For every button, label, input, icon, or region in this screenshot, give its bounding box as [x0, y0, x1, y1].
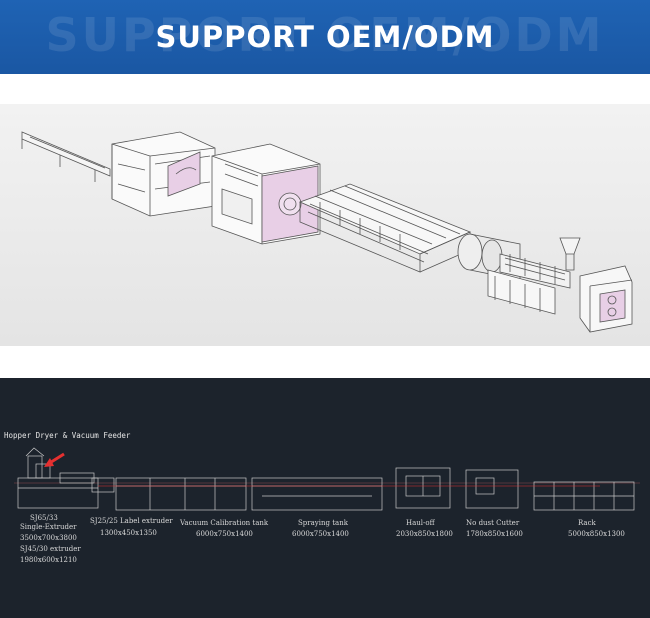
- machine-7-dims: 5000x850x1300: [568, 530, 625, 538]
- machine-2-dims: 1300x450x1350: [100, 529, 157, 537]
- production-line-3d-render: [0, 104, 650, 346]
- machine-1-dims: 1980x600x1210: [20, 556, 77, 564]
- machine-5-name: Haul-off: [406, 519, 435, 527]
- banner-title: SUPPORT OEM/ODM: [155, 20, 495, 54]
- banner-ghost-text: SUPPORT OEM/ODM: [45, 8, 605, 62]
- machine-0-dims: 3500x700x3800: [20, 534, 77, 542]
- machine-6-dims: 1780x850x1600: [466, 530, 523, 538]
- machine-6-name: No dust Cutter: [466, 519, 520, 527]
- machine-1-name: SJ45/30 extruder: [20, 545, 81, 553]
- machine-4-dims: 6000x750x1400: [292, 530, 349, 538]
- machine-7-name: Rack: [578, 519, 596, 527]
- cad-schematic: [14, 447, 640, 511]
- cad-layout-drawing: Hopper Dryer & Vacuum Feeder SJ65/33 Sin…: [0, 378, 650, 618]
- top-banner: SUPPORT OEM/ODM SUPPORT OEM/ODM: [0, 0, 650, 74]
- machine-3-name: Vacuum Calibration tank: [180, 519, 269, 527]
- machine-3-dims: 6000x750x1400: [196, 530, 253, 538]
- render-drawing: [21, 131, 633, 333]
- cad-header-label: Hopper Dryer & Vacuum Feeder: [4, 431, 131, 440]
- machine-4-name: Spraying tank: [298, 519, 348, 527]
- machine-5-dims: 2030x850x1800: [396, 530, 453, 538]
- machine-0-name-2: Single-Extruder: [20, 523, 77, 531]
- machine-2-name: SJ25/25 Label extruder: [90, 517, 173, 525]
- machine-0-name-1: SJ65/33: [30, 514, 58, 522]
